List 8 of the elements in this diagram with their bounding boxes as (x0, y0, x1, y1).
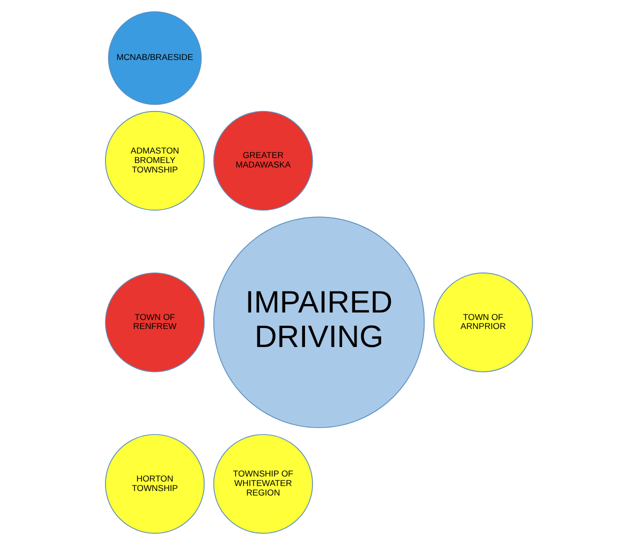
node-circle: TOWN OF RENFREW (104, 272, 204, 372)
node-circle: MCNAB/BRAESIDE (108, 11, 202, 105)
node-circle: HORTON TOWNSHIP (104, 434, 204, 534)
node-circle: GREATER MADAWASKA (212, 110, 312, 211)
node-circle: IMPAIRED DRIVING (212, 216, 424, 428)
node-circle: ADMASTON BROMELY TOWNSHIP (104, 110, 204, 211)
node-circle: TOWNSHIP OF WHITEWATER REGION (212, 434, 312, 534)
node-circle: TOWN OF ARNPRIOR (432, 272, 532, 372)
